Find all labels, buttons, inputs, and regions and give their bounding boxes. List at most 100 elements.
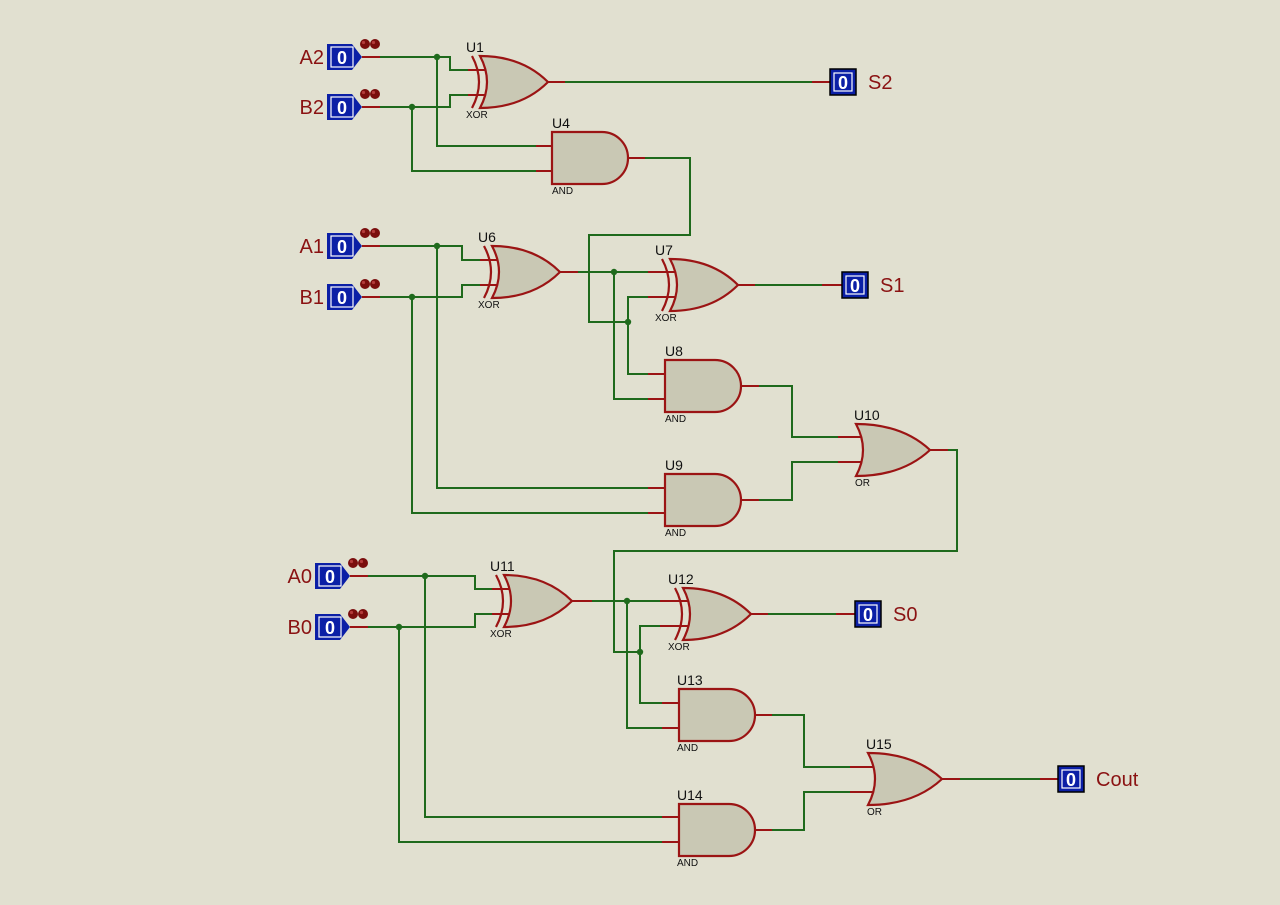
toggle-dot-icon[interactable] — [370, 39, 380, 49]
wire-u10-carry[interactable] — [613, 449, 958, 653]
input-label: B0 — [288, 617, 312, 639]
wire-carry-to-u12[interactable] — [639, 625, 660, 652]
logic-probe-s0[interactable]: 0 S0 — [836, 600, 917, 628]
gate-type-label: AND — [677, 858, 698, 869]
input-label: A2 — [300, 47, 324, 69]
logic-state-value: 0 — [337, 237, 347, 257]
wire-carry-to-u8[interactable] — [627, 322, 648, 375]
logic-input-b2[interactable]: B2 0 — [300, 89, 380, 120]
gate-ref-label: U11 — [490, 558, 515, 574]
gate-type-label: AND — [552, 186, 573, 197]
output-label: S2 — [868, 72, 892, 94]
gate-u11[interactable]: U11 XOR — [490, 558, 592, 640]
logic-probe-s1[interactable]: 0 S1 — [822, 271, 904, 299]
toggle-dot-icon[interactable] — [370, 89, 380, 99]
toggle-dot-icon[interactable] — [358, 609, 368, 619]
junction-dot — [623, 597, 631, 605]
wire-u13-to-u15[interactable] — [772, 714, 850, 768]
gate-type-label: AND — [665, 414, 686, 425]
gate-type-label: XOR — [668, 642, 690, 653]
input-label: A0 — [288, 566, 312, 588]
gate-ref-label: U7 — [655, 242, 673, 258]
logic-state-value: 0 — [337, 98, 347, 118]
toggle-dot-icon[interactable] — [358, 558, 368, 568]
toggle-dot-icon[interactable] — [370, 228, 380, 238]
wire-u6-to-u8[interactable] — [613, 272, 648, 400]
wire-u4-carry[interactable] — [588, 157, 691, 323]
gate-type-label: XOR — [655, 313, 677, 324]
gate-u10[interactable]: U10 OR — [838, 407, 948, 489]
logic-state-value: 0 — [863, 605, 873, 625]
logic-state-value: 0 — [838, 73, 848, 93]
toggle-dot-icon[interactable] — [370, 279, 380, 289]
toggle-dot-icon[interactable] — [348, 609, 358, 619]
input-label: B1 — [300, 287, 324, 309]
logic-probe-s2[interactable]: 0 S2 — [812, 68, 892, 96]
wire-a1[interactable] — [380, 245, 480, 261]
logic-state-value: 0 — [850, 276, 860, 296]
gate-ref-label: U4 — [552, 115, 570, 131]
gate-u15[interactable]: U15 OR — [850, 736, 960, 818]
logic-input-a1[interactable]: A1 0 — [300, 228, 380, 259]
gate-u6[interactable]: U6 XOR — [478, 229, 578, 311]
toggle-dot-icon[interactable] — [360, 279, 370, 289]
logic-input-b0[interactable]: B0 0 — [288, 609, 368, 640]
wire-a0[interactable] — [368, 575, 492, 590]
gate-u14[interactable]: U14 AND — [662, 787, 772, 869]
logic-probe-cout[interactable]: 0 Cout — [1040, 765, 1139, 793]
gate-ref-label: U12 — [668, 571, 694, 587]
output-label: S1 — [880, 275, 904, 297]
gate-u1[interactable]: U1 XOR — [466, 39, 565, 121]
gate-u8[interactable]: U8 AND — [648, 343, 759, 425]
gate-type-label: XOR — [490, 629, 512, 640]
wire-u14-to-u15[interactable] — [772, 791, 850, 831]
gate-type-label: AND — [677, 743, 698, 754]
gate-ref-label: U9 — [665, 457, 683, 473]
gate-u12[interactable]: U12 XOR — [660, 571, 768, 653]
wire-a2[interactable] — [380, 56, 468, 71]
gate-u7[interactable]: U7 XOR — [648, 242, 755, 324]
wire-b2-to-u4[interactable] — [411, 107, 536, 172]
wire-b2[interactable] — [380, 94, 468, 108]
wire-a0-to-u14[interactable] — [424, 576, 662, 818]
logic-input-b1[interactable]: B1 0 — [300, 279, 380, 310]
junction-dot — [395, 623, 403, 631]
gate-type-label: XOR — [466, 110, 488, 121]
logic-state-value: 0 — [325, 618, 335, 638]
gate-ref-label: U1 — [466, 39, 484, 55]
gate-u13[interactable]: U13 AND — [662, 672, 772, 754]
wire-u11-to-u13[interactable] — [626, 601, 662, 729]
wire-carry-to-u7[interactable] — [627, 296, 648, 322]
gate-ref-label: U13 — [677, 672, 703, 688]
gate-u4[interactable]: U4 AND — [536, 115, 645, 197]
junctions — [395, 53, 644, 656]
logic-input-a0[interactable]: A0 0 — [288, 558, 368, 589]
wire-b0-to-u14[interactable] — [398, 627, 662, 843]
toggle-dot-icon[interactable] — [348, 558, 358, 568]
toggle-dot-icon[interactable] — [360, 39, 370, 49]
junction-dot — [610, 268, 618, 276]
toggle-dot-icon[interactable] — [360, 228, 370, 238]
output-label: S0 — [893, 604, 917, 626]
gate-u9[interactable]: U9 AND — [648, 457, 759, 539]
wire-u9-to-u10[interactable] — [759, 461, 838, 501]
gate-ref-label: U6 — [478, 229, 496, 245]
junction-dot — [624, 318, 632, 326]
wire-u8-to-u10[interactable] — [759, 385, 838, 438]
wire-a1-to-u9[interactable] — [436, 246, 648, 489]
logic-state-value: 0 — [325, 567, 335, 587]
wire-b1-to-u9[interactable] — [411, 297, 648, 514]
toggle-dot-icon[interactable] — [360, 89, 370, 99]
wires — [368, 56, 1040, 843]
junction-dot — [433, 242, 441, 250]
wire-b0[interactable] — [368, 613, 492, 628]
logic-input-a2[interactable]: A2 0 — [300, 39, 380, 70]
wire-a2-to-u4[interactable] — [436, 57, 536, 147]
gate-ref-label: U15 — [866, 736, 892, 752]
wire-carry-to-u13[interactable] — [639, 652, 662, 704]
junction-dot — [433, 53, 441, 61]
junction-dot — [408, 103, 416, 111]
wire-b1[interactable] — [380, 284, 480, 298]
